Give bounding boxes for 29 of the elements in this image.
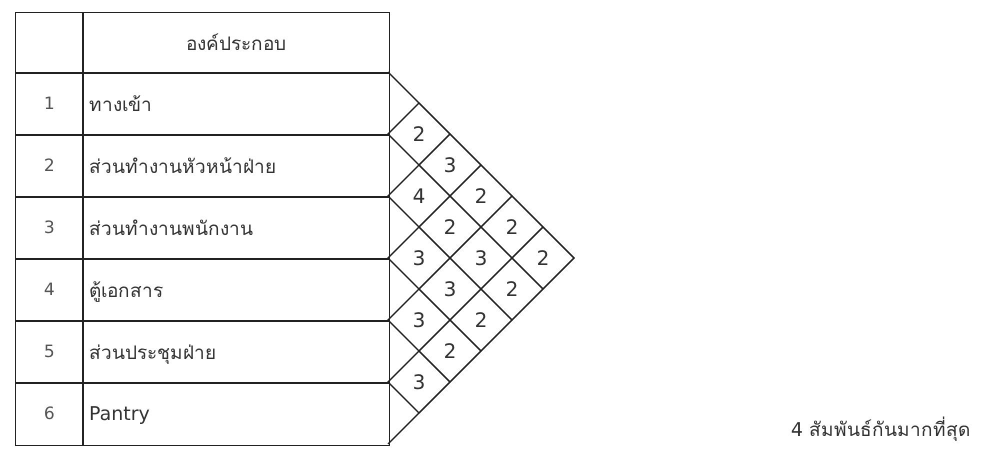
component-name: ตู้เอกสาร [82, 258, 390, 322]
row-number: 5 [15, 320, 84, 384]
matrix-value: 2 [506, 279, 518, 299]
matrix-value: 3 [412, 372, 426, 392]
component-name: ทางเข้า [82, 72, 390, 136]
legend-note: 4 สัมพันธ์กันมากที่สุด [790, 414, 970, 444]
matrix-value: 2 [444, 341, 456, 361]
matrix-value: 4 [412, 186, 426, 206]
row-number: 6 [15, 382, 84, 446]
row-number: 1 [15, 72, 84, 136]
matrix-value: 3 [474, 248, 488, 268]
matrix-value: 2 [444, 217, 456, 237]
matrix-value: 3 [444, 155, 456, 175]
column-header: องค์ประกอบ [82, 12, 390, 74]
component-name: ส่วนทำงานหัวหน้าฝ่าย [82, 134, 390, 198]
row-number: 3 [15, 196, 84, 260]
matrix-value: 2 [506, 217, 518, 237]
component-name: ส่วนทำงานพนักงาน [82, 196, 390, 260]
matrix-value: 3 [444, 279, 456, 299]
matrix-value: 3 [412, 248, 426, 268]
matrix-value: 3 [412, 310, 426, 330]
matrix-value: 2 [412, 124, 426, 144]
component-name: Pantry [82, 382, 390, 446]
row-number: 4 [15, 258, 84, 322]
matrix-value: 2 [536, 248, 550, 268]
row-number: 2 [15, 134, 84, 198]
matrix-value: 2 [474, 186, 488, 206]
matrix-value: 2 [474, 310, 488, 330]
component-name: ส่วนประชุมฝ่าย [82, 320, 390, 384]
